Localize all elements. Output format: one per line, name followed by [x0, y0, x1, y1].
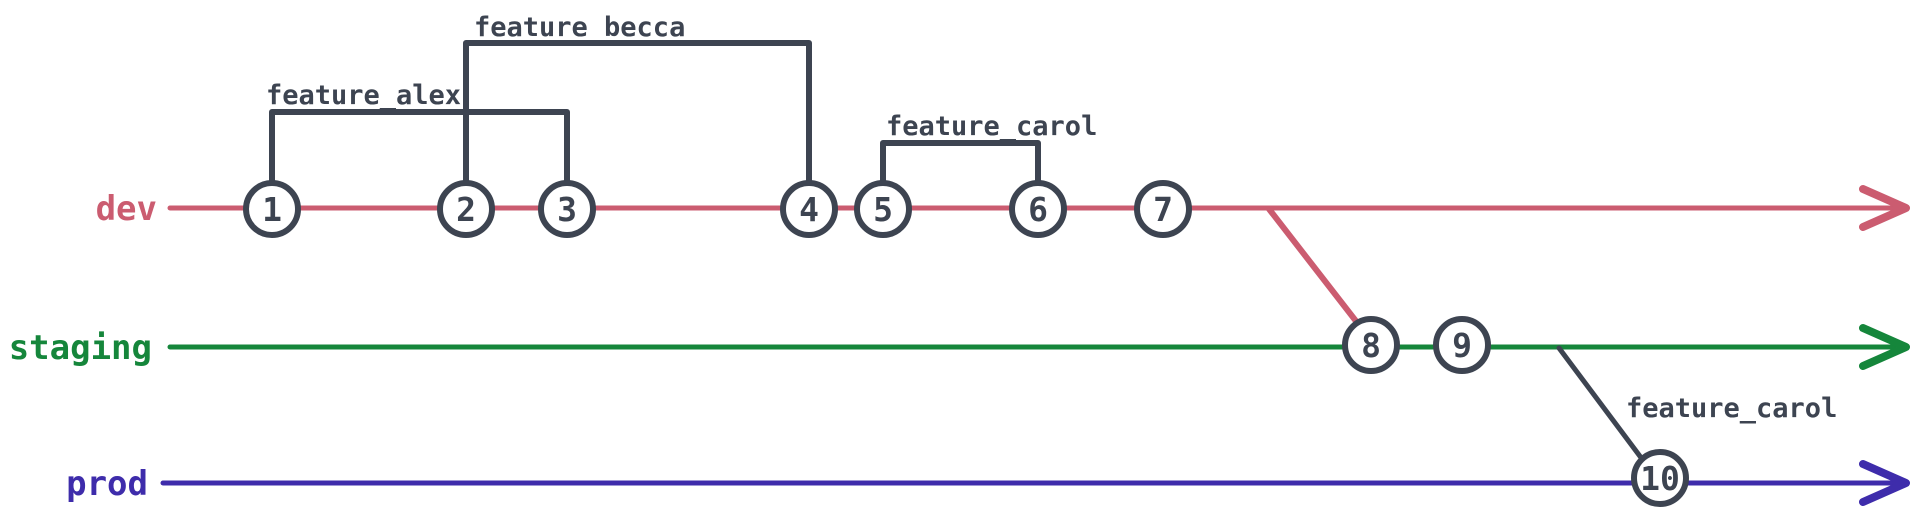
feature-bracket-becca: [463, 40, 812, 187]
branch-label-staging: staging: [9, 328, 152, 368]
commit-circle: [1009, 180, 1067, 238]
branch-lane-dev: dev: [96, 185, 1910, 231]
commit-circle: [1631, 449, 1689, 507]
commit-number: 2: [456, 190, 476, 229]
arrow-right-icon: [1859, 324, 1910, 370]
merge-edge-dev-to-commit-8: [1266, 206, 1369, 337]
commit-circle: [437, 180, 495, 238]
feature-brackets: [269, 40, 1041, 188]
branch-lane-staging: staging: [9, 324, 1910, 370]
commit-circle: [243, 180, 301, 238]
commit-number: 6: [1028, 190, 1048, 229]
commit-circle: [1134, 180, 1192, 238]
commit-circle: [854, 180, 912, 238]
commit-nodes: 1 2 3 4 5 6 7: [243, 180, 1689, 507]
commit-circle: [538, 180, 596, 238]
commit-node-4: 4: [780, 180, 838, 238]
commit-number: 7: [1153, 190, 1173, 229]
commit-node-3: 3: [538, 180, 596, 238]
feature-bracket-carol: [880, 140, 1041, 187]
arrow-right-icon: [1859, 185, 1910, 231]
feature-label-alex: feature_alex: [266, 80, 461, 111]
commit-node-7: 7: [1134, 180, 1192, 238]
branch-label-dev: dev: [96, 189, 157, 229]
commit-number: 4: [799, 190, 819, 229]
feature-label-becca: feature_becca: [474, 12, 685, 43]
feature-label-carol: feature_carol: [886, 111, 1097, 142]
branch-lane-prod: prod: [66, 460, 1910, 506]
commit-node-2: 2: [437, 180, 495, 238]
branch-label-prod: prod: [66, 464, 148, 504]
feature-bracket-alex: [269, 109, 570, 188]
commit-node-9: 9: [1433, 316, 1491, 374]
branch-edge-staging-to-commit-10: [1556, 345, 1654, 474]
feature-label-carol-prod: feature_carol: [1626, 393, 1837, 424]
commit-node-8: 8: [1342, 316, 1400, 374]
commit-number: 9: [1452, 326, 1472, 365]
commit-circle: [780, 180, 838, 238]
commit-number: 5: [873, 190, 893, 229]
arrow-right-icon: [1859, 460, 1910, 506]
commit-number: 10: [1640, 459, 1680, 498]
commit-node-6: 6: [1009, 180, 1067, 238]
commit-number: 1: [262, 190, 282, 229]
commit-number: 8: [1361, 326, 1381, 365]
commit-number: 3: [557, 190, 577, 229]
commit-circle: [1342, 316, 1400, 374]
commit-node-1: 1: [243, 180, 301, 238]
commit-circle: [1433, 316, 1491, 374]
commit-node-10: 10: [1631, 449, 1689, 507]
commit-node-5: 5: [854, 180, 912, 238]
